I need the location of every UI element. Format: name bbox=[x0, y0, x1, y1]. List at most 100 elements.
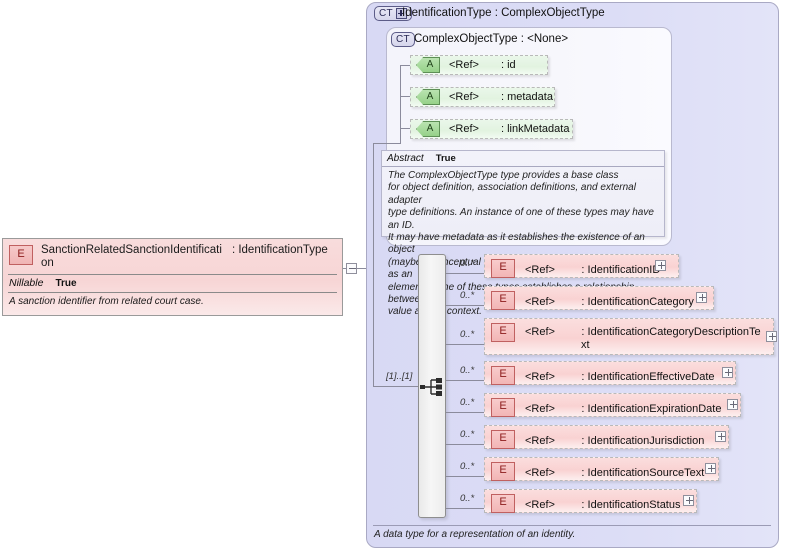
doc-line: The ComplexObjectType type provides a ba… bbox=[388, 170, 619, 181]
element-name: : IdentificationExpirationDate bbox=[581, 403, 722, 415]
element-badge-icon: E bbox=[491, 398, 515, 417]
attribute-badge-icon: A bbox=[416, 57, 440, 73]
nillable-property-row: Nillable True bbox=[3, 275, 342, 292]
element-badge-icon: E bbox=[9, 245, 33, 265]
element-name: : IdentificationEffectiveDate bbox=[581, 371, 715, 383]
element-row-identificationcategorydescriptiontext[interactable]: E <Ref> : IdentificationCategoryDescript… bbox=[484, 318, 774, 355]
element-row-identificationexpirationdate[interactable]: E <Ref> : IdentificationExpirationDate bbox=[484, 393, 741, 417]
occurrence-label: 0..* bbox=[460, 429, 475, 440]
connector-line bbox=[446, 412, 484, 413]
occurrence-label: 0..* bbox=[460, 493, 475, 504]
occurrence-label: 0..* bbox=[460, 290, 475, 301]
element-ref: <Ref> bbox=[525, 403, 555, 415]
divider bbox=[8, 274, 337, 275]
attribute-row-linkmetadata[interactable]: A <Ref> : linkMetadata bbox=[410, 119, 573, 139]
element-name: : IdentificationSourceText bbox=[581, 467, 705, 479]
divider bbox=[373, 525, 771, 526]
connector-line bbox=[446, 273, 484, 274]
element-name: : IdentificationJurisdiction bbox=[581, 435, 705, 447]
element-badge-icon: E bbox=[491, 462, 515, 481]
attribute-name: : id bbox=[500, 59, 516, 71]
element-ref: <Ref> bbox=[525, 435, 555, 447]
complex-type-title: IdentificationType : ComplexObjectType bbox=[402, 7, 605, 19]
element-name: : IdentificationID bbox=[581, 264, 661, 276]
element-row-identificationcategory[interactable]: E <Ref> : IdentificationCategory bbox=[484, 286, 714, 310]
connector-line bbox=[446, 344, 484, 345]
expand-button[interactable] bbox=[705, 463, 716, 474]
divider bbox=[382, 166, 664, 167]
element-ref: <Ref> bbox=[525, 326, 555, 338]
connector-line bbox=[373, 143, 374, 386]
element-row-identificationsourcetext[interactable]: E <Ref> : IdentificationSourceText bbox=[484, 457, 719, 481]
expand-button[interactable] bbox=[722, 367, 733, 378]
doc-line: It may have metadata as it establishes t… bbox=[388, 232, 645, 256]
occurrence-label: 0..* bbox=[460, 397, 475, 408]
element-badge-icon: E bbox=[491, 259, 515, 278]
element-row-identificationjurisdiction[interactable]: E <Ref> : IdentificationJurisdiction bbox=[484, 425, 729, 449]
attribute-ref: <Ref> bbox=[449, 123, 479, 135]
connector-line bbox=[373, 143, 401, 144]
occurrence-label: 0..* bbox=[460, 329, 475, 340]
attribute-row-id[interactable]: A <Ref> : id bbox=[410, 55, 548, 75]
root-element-documentation: A sanction identifier from related court… bbox=[9, 296, 204, 307]
attribute-ref: <Ref> bbox=[449, 59, 479, 71]
connector-line bbox=[446, 380, 484, 381]
connector-line bbox=[373, 386, 418, 387]
sequence-compositor[interactable] bbox=[418, 254, 446, 518]
base-type-title: ComplexObjectType : <None> bbox=[414, 33, 569, 45]
element-name: : IdentificationStatus bbox=[581, 499, 681, 511]
element-badge-icon: E bbox=[491, 366, 515, 385]
expand-button[interactable] bbox=[766, 331, 777, 342]
attribute-name: : metadata bbox=[500, 91, 553, 103]
connector-line bbox=[446, 444, 484, 445]
abstract-annotation-box: Abstract True The ComplexObjectType type… bbox=[381, 150, 665, 317]
root-element-box[interactable]: E SanctionRelatedSanctionIdentificati: I… bbox=[2, 238, 343, 316]
occurrence-label: 0..* bbox=[460, 258, 475, 269]
base-complextype-badge-icon[interactable]: CT bbox=[391, 32, 415, 47]
base-complextype-badge-label: CT bbox=[396, 34, 410, 45]
expand-button[interactable] bbox=[683, 495, 694, 506]
doc-line: type definitions. An instance of one of … bbox=[388, 207, 654, 231]
expand-button[interactable] bbox=[727, 399, 738, 410]
expand-button[interactable] bbox=[655, 260, 666, 271]
abstract-label: Abstract bbox=[387, 153, 424, 164]
connector-line bbox=[400, 96, 410, 97]
complextype-badge-icon[interactable]: CT bbox=[374, 6, 412, 21]
nillable-label: Nillable bbox=[9, 277, 44, 289]
attribute-badge-icon: A bbox=[416, 89, 440, 105]
connector-line bbox=[446, 476, 484, 477]
connector-line bbox=[400, 65, 410, 66]
element-ref: <Ref> bbox=[525, 467, 555, 479]
root-element-name: SanctionRelatedSanctionIdentificati bbox=[41, 244, 222, 256]
element-name: : IdentificationCategory bbox=[581, 296, 694, 308]
complex-type-documentation: A data type for a representation of an i… bbox=[374, 529, 576, 540]
expand-button[interactable] bbox=[715, 431, 726, 442]
collapse-expander-button[interactable] bbox=[346, 263, 357, 274]
attribute-ref: <Ref> bbox=[449, 91, 479, 103]
element-badge-icon: E bbox=[491, 430, 515, 449]
connector-line bbox=[400, 65, 401, 143]
element-row-identificationstatus[interactable]: E <Ref> : IdentificationStatus bbox=[484, 489, 697, 513]
sequence-occurrence-label: [1]..[1] bbox=[386, 371, 413, 382]
element-ref: <Ref> bbox=[525, 296, 555, 308]
attribute-row-metadata[interactable]: A <Ref> : metadata bbox=[410, 87, 555, 107]
element-row-identificationeffectivedate[interactable]: E <Ref> : IdentificationEffectiveDate bbox=[484, 361, 736, 385]
divider bbox=[8, 292, 337, 293]
element-ref: <Ref> bbox=[525, 371, 555, 383]
element-badge-icon: E bbox=[491, 494, 515, 513]
element-ref: <Ref> bbox=[525, 264, 555, 276]
element-row-identificationid[interactable]: E <Ref> : IdentificationID bbox=[484, 254, 679, 278]
element-ref: <Ref> bbox=[525, 499, 555, 511]
abstract-row: Abstract True bbox=[382, 151, 664, 166]
attribute-name: : linkMetadata bbox=[500, 123, 570, 135]
element-name-wrap: xt bbox=[581, 339, 590, 351]
doc-line: for object definition, association defin… bbox=[388, 182, 636, 206]
complextype-badge-label: CT bbox=[379, 8, 393, 19]
occurrence-label: 0..* bbox=[460, 365, 475, 376]
plus-icon bbox=[395, 8, 407, 19]
expand-button[interactable] bbox=[696, 292, 707, 303]
element-badge-icon: E bbox=[491, 291, 515, 310]
connector-line bbox=[400, 128, 410, 129]
connector-line bbox=[446, 508, 484, 509]
sequence-icon bbox=[420, 378, 442, 396]
